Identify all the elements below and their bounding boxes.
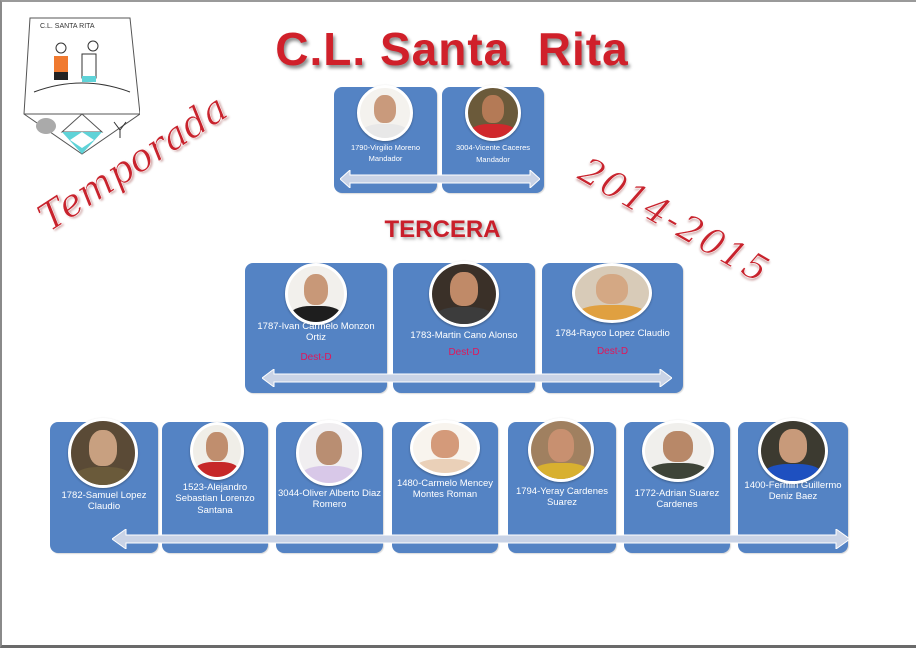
player-status: Dest-D (448, 347, 480, 358)
leader-role: Mandador (368, 154, 403, 163)
player-card: 1772-Adrian Suarez Cardenes (624, 420, 730, 553)
leaders-double-arrow (340, 170, 540, 188)
player-photo (758, 418, 828, 484)
player-photo (410, 420, 480, 476)
player-photo (572, 263, 652, 323)
player-name: 1782-Samuel Lopez Claudio (61, 490, 147, 513)
player-photo (429, 261, 499, 327)
logo-caption: C.L. SANTA RITA (40, 23, 95, 30)
player-name: 1784-Rayco Lopez Claudio (555, 328, 670, 339)
player-name: 1787-Ivan Carmelo Monzon Ortiz (257, 321, 375, 344)
tercera-double-arrow (262, 369, 672, 387)
player-name: 1400-Fermin Guillermo Deniz Baez (744, 480, 842, 503)
player-photo (296, 420, 362, 486)
player-photo (285, 263, 347, 325)
player-card: 3044-Oliver Alberto Diaz Romero (276, 420, 383, 553)
player-card: 1480-Carmelo Mencey Montes Roman (392, 420, 498, 553)
player-photo (68, 418, 138, 488)
player-photo (528, 418, 594, 482)
leader-name: 1790-Virgilio Moreno (350, 143, 421, 152)
player-card: 1400-Fermin Guillermo Deniz Baez (738, 418, 848, 553)
squad-double-arrow (112, 529, 850, 549)
leader-role: Mandador (476, 155, 510, 164)
player-card: 1523-Alejandro Sebastian Lorenzo Santana (162, 422, 268, 553)
leader-photo (357, 85, 413, 141)
player-card: 1787-Ivan Carmelo Monzon Ortiz Dest-D (245, 263, 387, 393)
leader-photo (465, 85, 521, 141)
player-photo (642, 420, 714, 482)
player-name: 1783-Martin Cano Alonso (410, 330, 518, 341)
player-name: 1480-Carmelo Mencey Montes Roman (396, 478, 494, 501)
player-photo (190, 422, 244, 480)
leader-name: 3004-Vicente Caceres (455, 143, 531, 152)
division-label: TERCERA (384, 216, 501, 243)
player-card: 1794-Yeray Cardenes Suarez (508, 418, 616, 553)
club-title: C.L. Santa Rita (275, 23, 629, 75)
club-logo: C.L. SANTA RITA (23, 17, 140, 155)
player-name: 1772-Adrian Suarez Cardenes (634, 488, 720, 511)
player-card: 1783-Martin Cano Alonso Dest-D (393, 261, 535, 393)
player-card: 1782-Samuel Lopez Claudio (50, 418, 158, 553)
player-status: Dest-D (596, 346, 629, 357)
player-status: Dest-D (300, 352, 332, 363)
player-name: 1523-Alejandro Sebastian Lorenzo Santana (175, 482, 255, 516)
player-name: 3044-Oliver Alberto Diaz Romero (278, 488, 381, 511)
player-name: 1794-Yeray Cardenes Suarez (515, 486, 609, 509)
